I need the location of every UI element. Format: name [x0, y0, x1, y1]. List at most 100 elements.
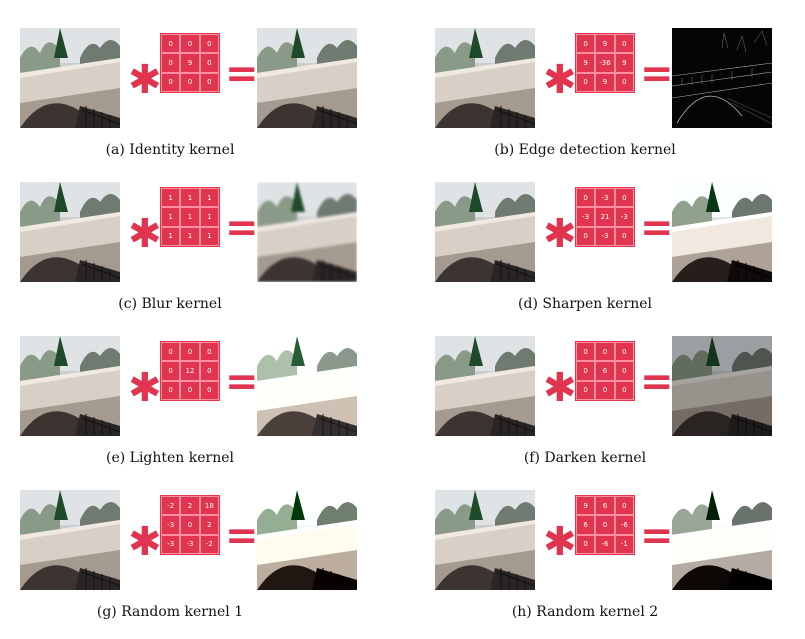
output-image [257, 28, 357, 128]
kernel-cell: -3 [160, 534, 181, 555]
kernel-cell: 0 [575, 72, 596, 93]
kernel-cell: 0 [180, 341, 200, 362]
input-image [435, 28, 535, 128]
kernel-cell: 2 [180, 495, 200, 516]
kernel-cell: -1 [614, 534, 635, 555]
kernel-cell: 9 [614, 53, 635, 73]
kernel-cell: 0 [180, 515, 200, 535]
kernel-cell: 0 [575, 341, 596, 362]
kernel-cell: 1 [160, 207, 181, 227]
panel-caption: (b) Edge detection kernel [494, 142, 676, 158]
output-image [672, 490, 772, 590]
kernel-cell: 0 [575, 361, 596, 381]
kernel-cell: 0 [614, 361, 635, 381]
kernel-cell: -2 [160, 495, 181, 516]
kernel-cell: 1 [160, 187, 181, 208]
kernel-cell: 0 [199, 380, 220, 401]
convolution-operator: ✱ [128, 57, 162, 103]
kernel-cell: -3 [614, 207, 635, 227]
kernel-cell: -6 [595, 534, 615, 555]
panel-caption: (d) Sharpen kernel [518, 296, 652, 312]
kernel-cell: 0 [575, 380, 596, 401]
kernel-cell: -3 [595, 226, 615, 247]
convolution-operator: ✱ [543, 365, 577, 411]
kernel-cell: 1 [199, 187, 220, 208]
kernel-cell: 18 [199, 495, 220, 516]
kernel-cell: 6 [575, 515, 596, 535]
convolution-operator: ✱ [128, 365, 162, 411]
output-image [257, 490, 357, 590]
kernel-cell: 0 [199, 33, 220, 54]
kernel-cell: 9 [575, 53, 596, 73]
input-image [20, 28, 120, 128]
kernel-cell: 0 [614, 495, 635, 516]
equals-sign: = [225, 205, 259, 251]
kernel-cell: -36 [595, 53, 615, 73]
kernel-cell: 0 [595, 515, 615, 535]
kernel-cell: 0 [199, 341, 220, 362]
kernel-cell: 6 [595, 361, 615, 381]
kernel-cell: 2 [199, 515, 220, 535]
kernel-cell: 9 [180, 53, 200, 73]
kernel-cell: 0 [160, 380, 181, 401]
kernel-cell: 1 [199, 226, 220, 247]
kernel-cell: 21 [595, 207, 615, 227]
kernel-cell: -3 [595, 187, 615, 208]
kernel-cell: 0 [160, 72, 181, 93]
kernel-cell: 1 [180, 207, 200, 227]
kernel-cell: -6 [614, 515, 635, 535]
input-image [435, 182, 535, 282]
kernel-cell: 12 [180, 361, 200, 381]
kernel-cell: 0 [160, 33, 181, 54]
kernel-cell: 1 [180, 187, 200, 208]
panel-caption: (a) Identity kernel [105, 142, 235, 158]
kernel-cell: 6 [595, 495, 615, 516]
input-image [20, 336, 120, 436]
kernel-cell: 0 [614, 33, 635, 54]
kernel-cell: -2 [199, 534, 220, 555]
equals-sign: = [640, 513, 674, 559]
kernel-cell: 0 [575, 187, 596, 208]
panel-caption: (h) Random kernel 2 [511, 604, 659, 620]
output-image [257, 182, 357, 282]
input-image [20, 182, 120, 282]
kernel-cell: 1 [199, 207, 220, 227]
kernel-cell: 0 [575, 534, 596, 555]
panel-caption: (g) Random kernel 1 [96, 604, 244, 620]
kernel-cell: 0 [199, 72, 220, 93]
kernel-cell: -3 [180, 534, 200, 555]
kernel-cell: 0 [595, 341, 615, 362]
kernel-cell: 1 [160, 226, 181, 247]
equals-sign: = [640, 51, 674, 97]
equals-sign: = [640, 359, 674, 405]
kernel-cell: 0 [614, 341, 635, 362]
panel-caption: (c) Blur kernel [118, 296, 222, 312]
convolution-operator: ✱ [128, 211, 162, 257]
kernel-cell: 0 [180, 380, 200, 401]
panel-caption: (f) Darken kernel [523, 450, 647, 466]
output-image [672, 28, 772, 128]
equals-sign: = [640, 205, 674, 251]
kernel-cell: 0 [199, 53, 220, 73]
output-image [672, 182, 772, 282]
kernel-cell: 0 [575, 33, 596, 54]
input-image [20, 490, 120, 590]
kernel-cell: 0 [180, 33, 200, 54]
input-image [435, 336, 535, 436]
kernel-cell: 0 [160, 361, 181, 381]
kernel-cell: 0 [595, 380, 615, 401]
kernel-cell: 1 [180, 226, 200, 247]
kernel-cell: 0 [180, 72, 200, 93]
convolution-operator: ✱ [543, 57, 577, 103]
kernel-cell: 0 [160, 341, 181, 362]
